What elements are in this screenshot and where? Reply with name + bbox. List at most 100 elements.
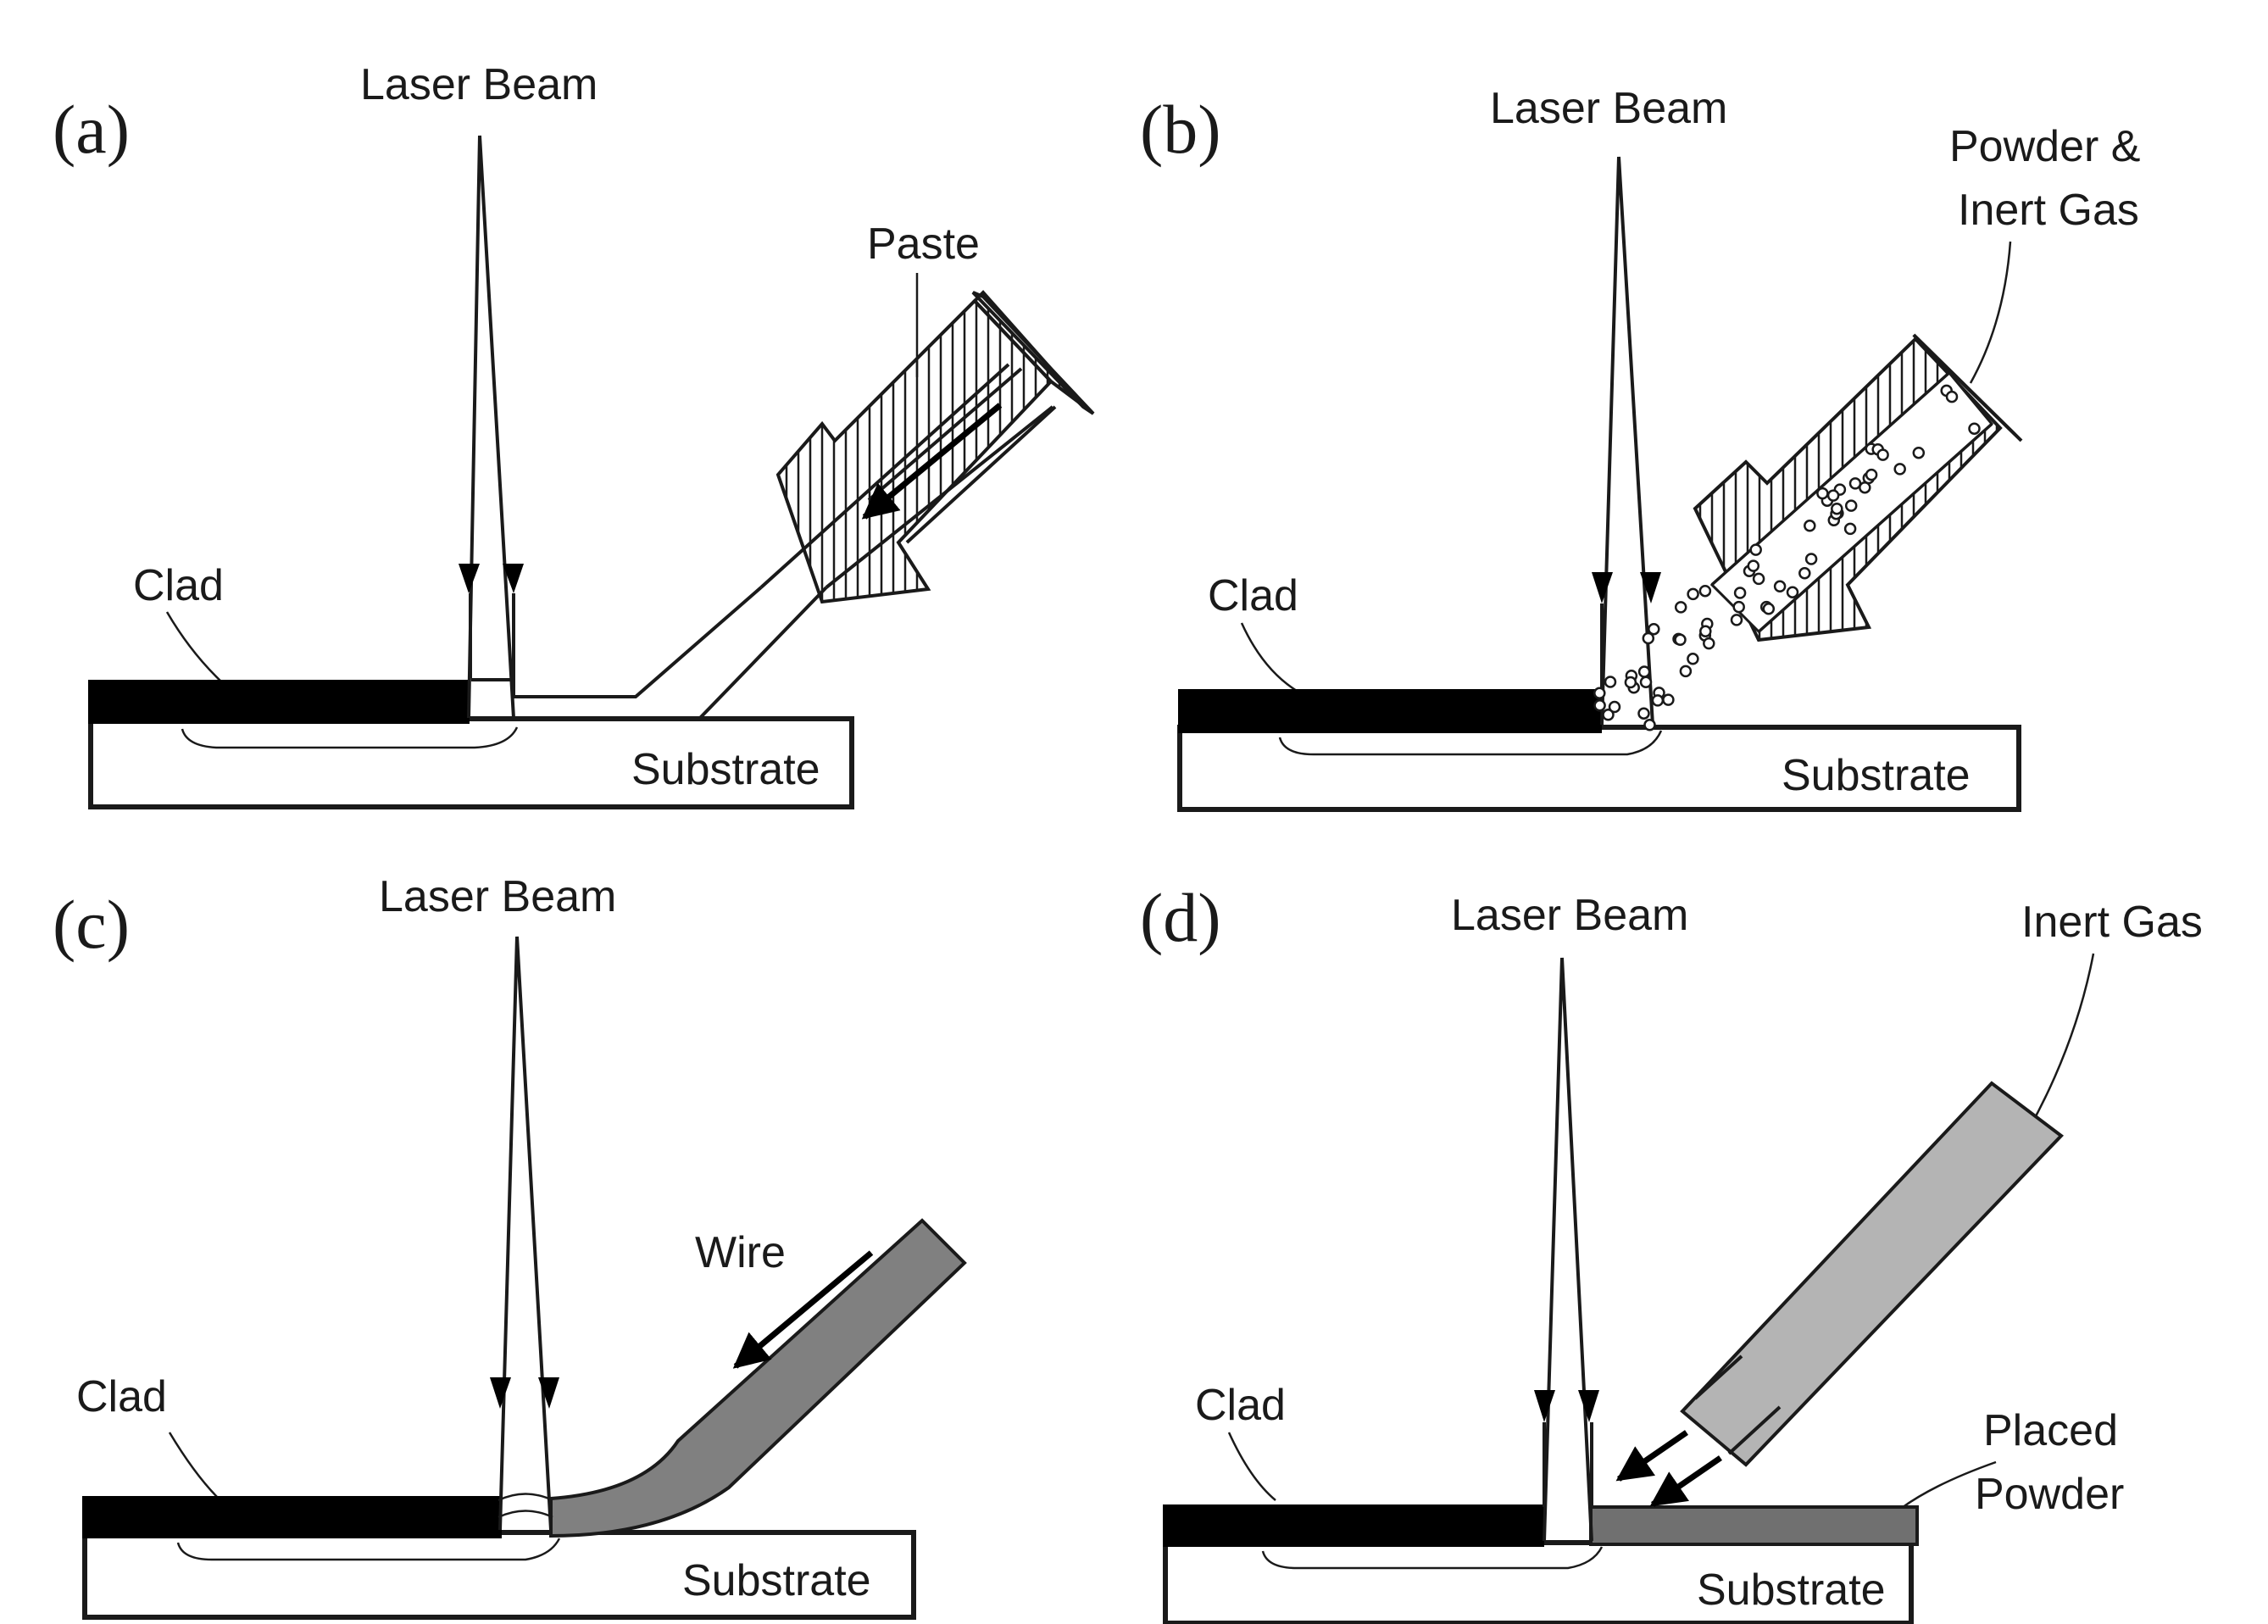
powder-particle <box>1642 631 1655 645</box>
powder-particle <box>1643 719 1656 731</box>
powder-particle <box>1687 653 1699 665</box>
powder-particle <box>1843 522 1857 536</box>
powder-particle <box>1651 694 1665 707</box>
powder-particle <box>1604 676 1617 688</box>
panel-c-wire-feed-arrow <box>732 1250 874 1369</box>
panel-a-syringe <box>775 290 1095 604</box>
panel-d-substrate <box>1163 1540 1914 1624</box>
panel-d-gas-label: Inert Gas <box>2021 898 2203 947</box>
panel-a-clad-leader <box>165 611 223 683</box>
panel-d-gas-flow-arrow-1 <box>1615 1430 1688 1482</box>
panel-d-dilution-zone <box>1261 1546 1604 1570</box>
powder-particle <box>1844 499 1858 512</box>
powder-particle <box>1876 448 1889 461</box>
panel-d-laser-beam <box>1534 957 1599 1542</box>
panel-b-clad-leader <box>1240 622 1298 692</box>
panel-d-gas-flow-arrow-2 <box>1649 1455 1722 1507</box>
panel-c-clad-leader <box>168 1432 220 1499</box>
panel-b-substrate-label: Substrate <box>1782 751 1971 800</box>
panel-d-gas-leader <box>2028 953 2095 1128</box>
panel-c-laser-label: Laser Beam <box>379 872 616 921</box>
panel-a-paste-upper <box>471 586 763 698</box>
powder-particle <box>1730 614 1743 626</box>
powder-particle <box>1831 502 1843 515</box>
panel-c-laser-beam <box>490 936 559 1531</box>
powder-particle <box>1602 709 1615 721</box>
powder-particle <box>1786 586 1799 598</box>
panel-c-clad <box>82 1496 502 1538</box>
powder-particle <box>1698 584 1712 598</box>
panel-a-dilution-zone <box>181 726 519 749</box>
powder-particle <box>1826 489 1840 502</box>
panel-d-tag: (d) <box>1140 879 1221 956</box>
panel-b-clad-label: Clad <box>1208 571 1298 620</box>
powder-particle <box>1762 603 1776 615</box>
panel-b: (b) Laser Beam Powder & Inert Gas Clad S… <box>1140 84 2140 812</box>
powder-particle <box>1703 637 1715 650</box>
panel-b-powder-label-1: Powder & <box>1949 122 2140 171</box>
powder-particle <box>1752 572 1765 586</box>
panel-a: (a) Laser Beam Paste Clad Substrate <box>53 60 1095 809</box>
powder-particle <box>1624 676 1637 689</box>
panel-c-dilution-zone <box>176 1538 561 1561</box>
panel-d-laser-label: Laser Beam <box>1451 891 1688 940</box>
panel-d-placed-powder <box>1589 1505 1919 1546</box>
powder-particle <box>1662 693 1675 706</box>
powder-particle <box>1637 665 1651 678</box>
panel-c-substrate <box>82 1530 916 1620</box>
powder-particle <box>1679 665 1693 678</box>
powder-particle <box>1816 487 1829 500</box>
panel-a-paste-lower <box>471 586 828 720</box>
panel-a-substrate-label: Substrate <box>631 745 820 794</box>
panel-a-laser-beam <box>459 135 524 719</box>
panel-c: (c) Laser Beam Wire Clad Substrate <box>53 872 967 1620</box>
panel-d-clad-label: Clad <box>1195 1381 1286 1430</box>
powder-particle <box>1687 587 1699 601</box>
panel-c-wire <box>549 1218 967 1538</box>
powder-particle <box>1804 553 1818 565</box>
panel-a-clad-label: Clad <box>133 561 224 610</box>
powder-particle <box>1749 543 1762 556</box>
powder-particle <box>1699 625 1712 638</box>
powder-particle <box>1608 700 1621 714</box>
panel-b-dilution-zone <box>1278 730 1663 756</box>
powder-particle <box>1674 601 1687 614</box>
panel-b-laser-label: Laser Beam <box>1490 84 1727 133</box>
powder-particle <box>1804 520 1816 532</box>
powder-particle <box>1593 699 1606 712</box>
panel-a-tag: (a) <box>53 91 130 168</box>
panel-d-gas-nozzle <box>1680 1081 2064 1467</box>
panel-b-powder-leader <box>1969 241 2012 384</box>
powder-particle <box>1747 559 1760 572</box>
panel-d-clad <box>1163 1504 1544 1547</box>
powder-particle <box>1848 477 1862 490</box>
powder-particle <box>1912 446 1926 459</box>
panel-a-paste-flow-arrow <box>861 403 1003 520</box>
panel-a-laser-label: Laser Beam <box>360 60 598 109</box>
powder-particle <box>1773 580 1787 593</box>
panel-b-powder-particles <box>1593 384 1981 731</box>
panel-c-wire-label: Wire <box>695 1228 786 1277</box>
panel-a-paste-label: Paste <box>867 220 980 269</box>
powder-particle <box>1593 687 1606 700</box>
powder-particle <box>1945 390 1959 403</box>
powder-particle <box>1639 676 1653 689</box>
powder-particle <box>1865 468 1878 481</box>
powder-particle <box>1968 422 1981 435</box>
powder-particle <box>1674 633 1687 647</box>
powder-particle <box>1733 587 1747 599</box>
powder-particle <box>1637 707 1650 720</box>
panel-c-clad-label: Clad <box>76 1372 167 1421</box>
panel-d-substrate-label: Substrate <box>1697 1566 1886 1615</box>
panel-d-clad-leader <box>1227 1432 1276 1501</box>
panel-b-powder-label-2: Inert Gas <box>1958 186 2139 235</box>
panel-a-substrate <box>88 716 854 809</box>
panel-a-clad <box>88 680 470 724</box>
panel-c-substrate-label: Substrate <box>682 1556 871 1605</box>
panel-b-clad <box>1178 689 1602 733</box>
panel-d-powder-label-2: Powder <box>1975 1470 2124 1519</box>
panel-b-tag: (b) <box>1140 91 1221 168</box>
powder-particle <box>1798 567 1811 580</box>
panel-b-laser-beam <box>1592 156 1661 726</box>
